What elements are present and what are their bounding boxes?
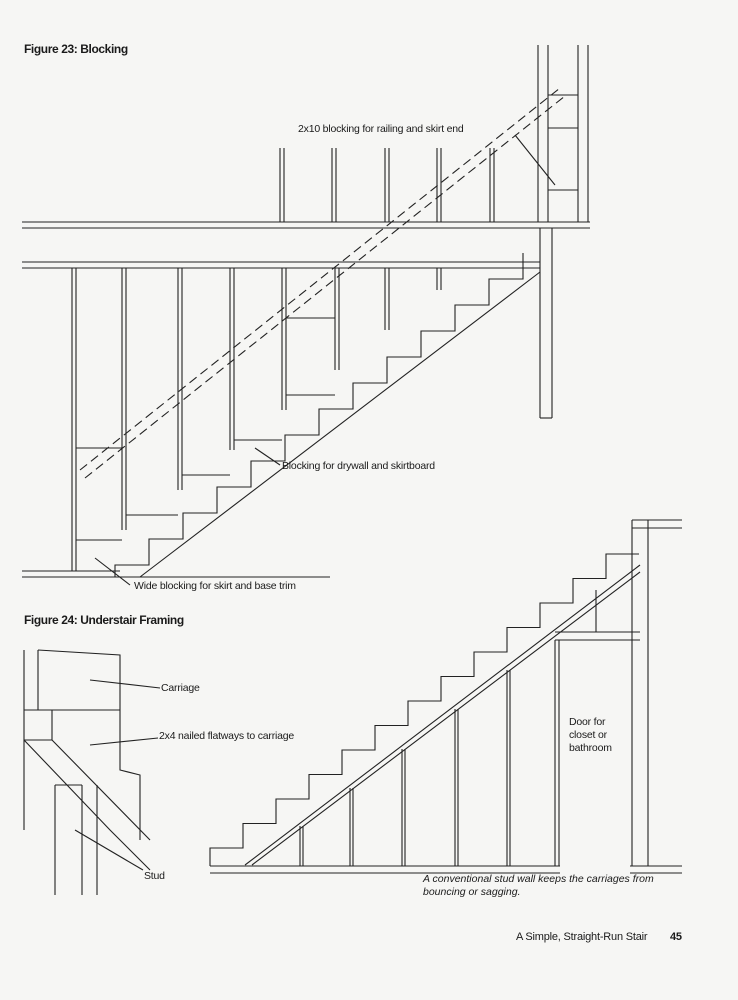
leader [254, 447, 281, 466]
running-title: A Simple, Straight-Run Stair [516, 931, 648, 943]
figure-23-title: Figure 23: Blocking [24, 42, 128, 56]
stair-treads [114, 253, 524, 577]
page-number: 45 [670, 931, 682, 943]
figure-24-title: Figure 24: Understair Framing [24, 613, 184, 627]
leader [89, 679, 161, 689]
label-railing-blocking: 2x10 blocking for railing and skirt end [298, 123, 464, 135]
2x4-edge [51, 739, 151, 841]
label-nailed-2x4: 2x4 nailed flatways to carriage [159, 730, 295, 742]
leader [514, 134, 556, 186]
stair-treads [209, 553, 639, 866]
carriage [244, 564, 641, 866]
2x4-edge [23, 739, 151, 871]
label-drywall-blocking: Blocking for drywall and skirtboard [282, 460, 435, 472]
label-carriage: Carriage [161, 682, 200, 694]
carriage-outline [37, 649, 141, 840]
2x4-block [24, 709, 53, 741]
label-stud: Stud [144, 870, 165, 882]
carriage-block [37, 650, 120, 711]
leader [74, 829, 144, 871]
railing-line [79, 87, 561, 471]
label-door: Door for closet or bathroom [569, 716, 612, 754]
carriage [251, 571, 641, 866]
figure-24-caption: A conventional stud wall keeps the carri… [423, 873, 654, 898]
railing-line [84, 95, 566, 479]
leader [94, 557, 131, 586]
label-wide-blocking: Wide blocking for skirt and base trim [134, 580, 296, 592]
leader [89, 737, 159, 746]
stringer [139, 271, 541, 578]
